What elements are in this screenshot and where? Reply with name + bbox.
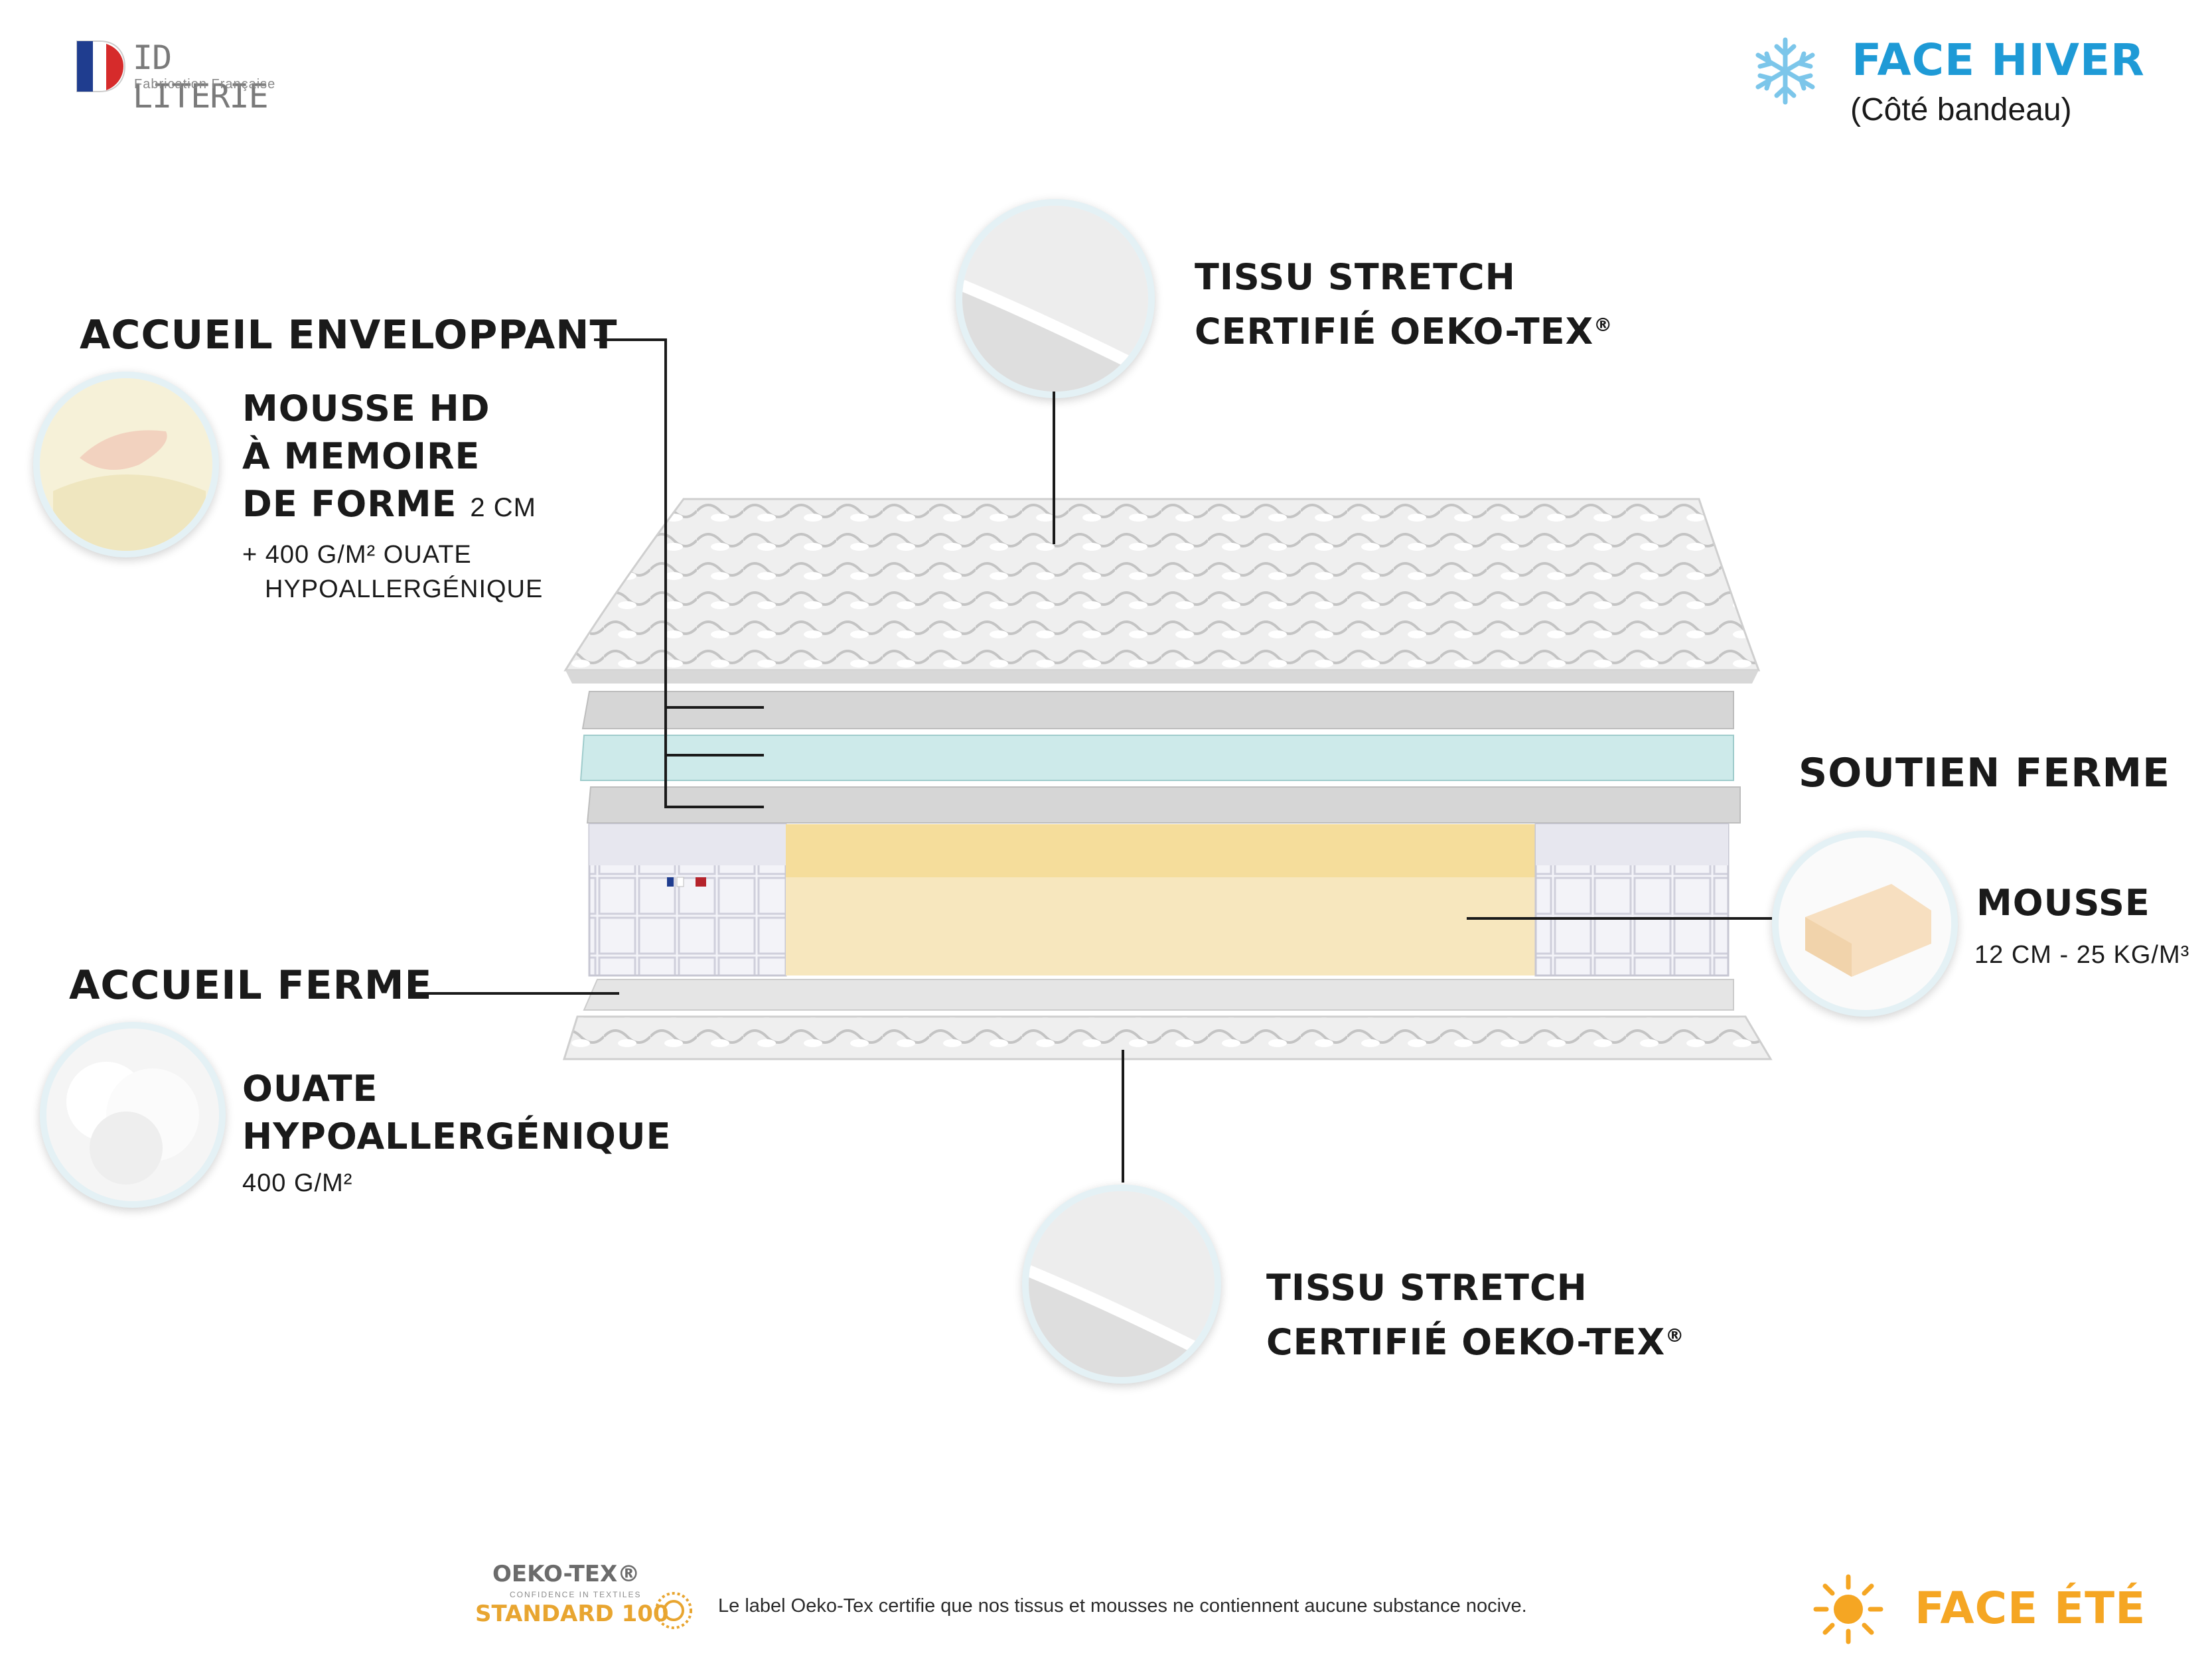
fabric-thumbnail-bottom <box>1022 1185 1221 1384</box>
brand-name: ID LITERIE <box>133 38 269 115</box>
ouate-layer-top <box>581 691 1734 729</box>
flag-icon <box>76 40 126 92</box>
face-hiver-title: FACE HIVER <box>1852 35 2145 86</box>
memory-foam-thumbnail <box>33 372 219 557</box>
bottom-fabric-layer <box>562 1015 1773 1060</box>
oeko-tex-emblem-icon <box>655 1592 692 1629</box>
core-foam <box>786 877 1536 975</box>
accueil-ferme-title: ACCUEIL FERME <box>69 962 433 1009</box>
tissu-top-label: TISSU STRETCH CERTIFIÉ OEKO-TEX® <box>1195 256 1613 352</box>
connector-tissu-top <box>1053 392 1055 544</box>
soutien-ferme-detail: 12 CM - 25 KG/M³ <box>1974 941 2190 969</box>
brand-tagline: Fabrication Française <box>134 77 276 92</box>
accueil-enveloppant-title: ACCUEIL ENVELOPPANT <box>80 312 618 358</box>
brand-logo: ID LITERIE Fabrication Française <box>74 38 287 115</box>
oeko-tex-logo: OEKO-TEX® CONFIDENCE IN TEXTILES STANDAR… <box>473 1561 698 1634</box>
memory-foam-extra: + 400 G/M² OUATE HYPOALLERGÉNIQUE <box>242 541 544 603</box>
connector-accueil-enveloppant-h <box>594 338 667 341</box>
ouate-layer-lower <box>583 979 1734 1011</box>
connector-accueil-enveloppant-v <box>664 338 667 808</box>
snowflake-icon <box>1749 35 1822 108</box>
soutien-ferme-label: MOUSSE <box>1976 882 2150 924</box>
ouate-label: OUATE HYPOALLERGÉNIQUE <box>242 1068 672 1157</box>
connector-accueil-ferme <box>410 992 619 995</box>
face-ete-title: FACE ÉTÉ <box>1915 1583 2146 1634</box>
ouate-layer-bottom <box>586 786 1741 824</box>
footer-note: Le label Oeko-Tex certifie que nos tissu… <box>718 1595 1527 1617</box>
fabric-thumbnail-top <box>956 199 1155 398</box>
core-foam-top <box>786 824 1536 877</box>
soutien-ferme-title: SOUTIEN FERME <box>1799 750 2171 796</box>
ouate-detail: 400 G/M² <box>242 1169 353 1197</box>
face-hiver-subtitle: (Côté bandeau) <box>1850 92 2072 127</box>
connector-soutien-ferme <box>1467 917 1772 920</box>
connector-tissu-bottom <box>1122 1050 1124 1183</box>
memory-foam-label: MOUSSE HD À MEMOIRE DE FORME 2 CM <box>242 388 536 525</box>
sun-icon <box>1812 1573 1885 1646</box>
foam-block-thumbnail <box>1772 831 1958 1017</box>
top-fabric-layer <box>563 498 1761 672</box>
ouate-thumbnail <box>40 1022 226 1208</box>
memory-foam-layer <box>579 735 1734 781</box>
tissu-bottom-label: TISSU STRETCH CERTIFIÉ OEKO-TEX® <box>1266 1267 1685 1363</box>
